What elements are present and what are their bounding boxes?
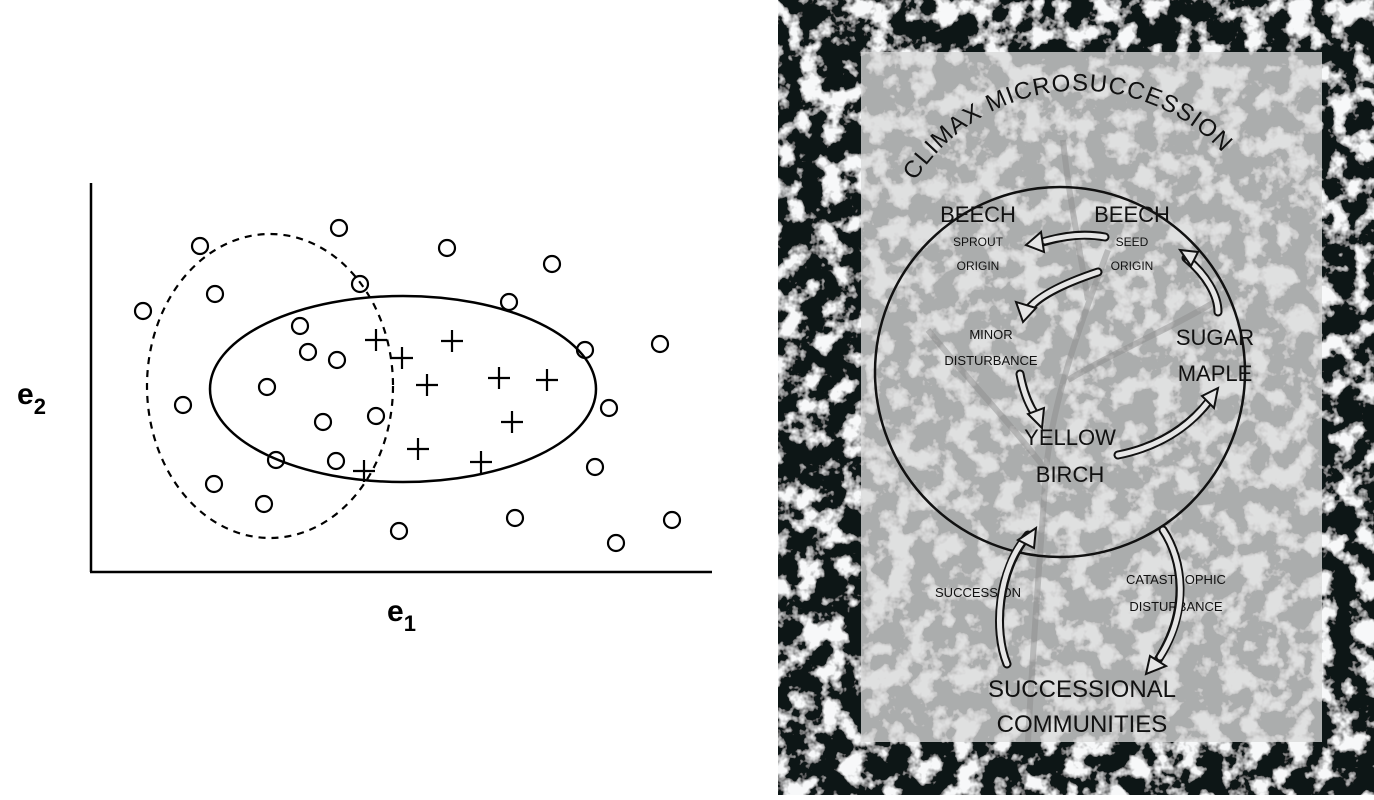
beech-sprout-line1: SPROUT	[953, 235, 1004, 249]
successional-line2: COMMUNITIES	[997, 711, 1168, 738]
circle-marker	[313, 412, 333, 432]
circle-marker	[606, 533, 626, 553]
plus-marker	[501, 411, 523, 433]
tree-silhouette	[925, 139, 1220, 743]
sugar-maple-line2: MAPLE	[1178, 361, 1253, 386]
yellow-birch-line1: YELLOW	[1024, 425, 1116, 450]
x-axis-label: e1	[387, 595, 416, 636]
plus-marker	[536, 369, 558, 391]
successional-line1: SUCCESSIONAL	[988, 676, 1176, 703]
circle-marker	[190, 236, 210, 256]
cycle-circle	[873, 185, 1247, 559]
sugar-maple-line1: SUGAR	[1176, 325, 1254, 350]
circle-marker	[366, 406, 386, 426]
circle-marker	[266, 450, 286, 470]
circle-marker-group	[133, 218, 682, 553]
y-axis-label: e2	[17, 378, 46, 419]
beech-seed-line1: SEED	[1116, 235, 1149, 249]
circle-marker	[437, 238, 457, 258]
diagram-panel	[861, 52, 1322, 742]
circle-marker	[650, 334, 670, 354]
circle-marker	[329, 218, 349, 238]
yellow-birch-line2: BIRCH	[1036, 462, 1104, 487]
circle-marker	[542, 254, 562, 274]
plus-marker	[391, 347, 413, 369]
niche-overlap-diagram: e2 e1	[17, 183, 712, 636]
circle-marker	[257, 377, 277, 397]
circle-marker	[585, 457, 605, 477]
plus-marker	[416, 374, 438, 396]
plus-marker	[488, 367, 510, 389]
niche-plot-svg: e2 e1	[17, 183, 712, 636]
circle-marker	[662, 510, 682, 530]
circle-marker	[133, 301, 153, 321]
beech-seed-label: BEECH	[1094, 202, 1170, 227]
circle-marker	[389, 521, 409, 541]
plus-marker	[441, 330, 463, 352]
arrow-heads	[1014, 230, 1220, 676]
circle-marker	[499, 292, 519, 312]
circle-marker	[205, 284, 225, 304]
circle-marker	[254, 494, 274, 514]
plus-marker	[407, 438, 429, 460]
plus-marker	[470, 451, 492, 473]
circle-marker	[298, 342, 318, 362]
circle-marker	[599, 398, 619, 418]
plus-marker	[353, 460, 375, 482]
circle-marker	[290, 316, 310, 336]
circle-marker	[327, 350, 347, 370]
beech-sprout-line2: ORIGIN	[957, 259, 1000, 273]
succession-label: SUCCESSION	[935, 585, 1021, 600]
circle-marker	[575, 340, 595, 360]
circle-marker	[204, 474, 224, 494]
beech-sprout-label: BEECH	[940, 202, 1016, 227]
circle-marker	[326, 451, 346, 471]
beech-seed-line2: ORIGIN	[1111, 259, 1154, 273]
circle-marker	[350, 274, 370, 294]
minor-disturbance-line2: DISTURBANCE	[944, 353, 1038, 368]
climax-microsuccession-figure: CLIMAX MICROSUCCESSION BEECH SPROUT ORIG…	[778, 0, 1374, 795]
circle-marker	[505, 508, 525, 528]
plus-marker-group	[353, 329, 558, 482]
minor-disturbance-line1: MINOR	[969, 327, 1012, 342]
microsuccession-svg: CLIMAX MICROSUCCESSION BEECH SPROUT ORIG…	[778, 0, 1374, 795]
circle-marker	[173, 395, 193, 415]
dashed-niche-ellipse	[145, 232, 395, 540]
plus-marker	[365, 329, 387, 351]
cycle-arrows-inner	[996, 232, 1221, 667]
solid-niche-ellipse	[208, 294, 598, 484]
